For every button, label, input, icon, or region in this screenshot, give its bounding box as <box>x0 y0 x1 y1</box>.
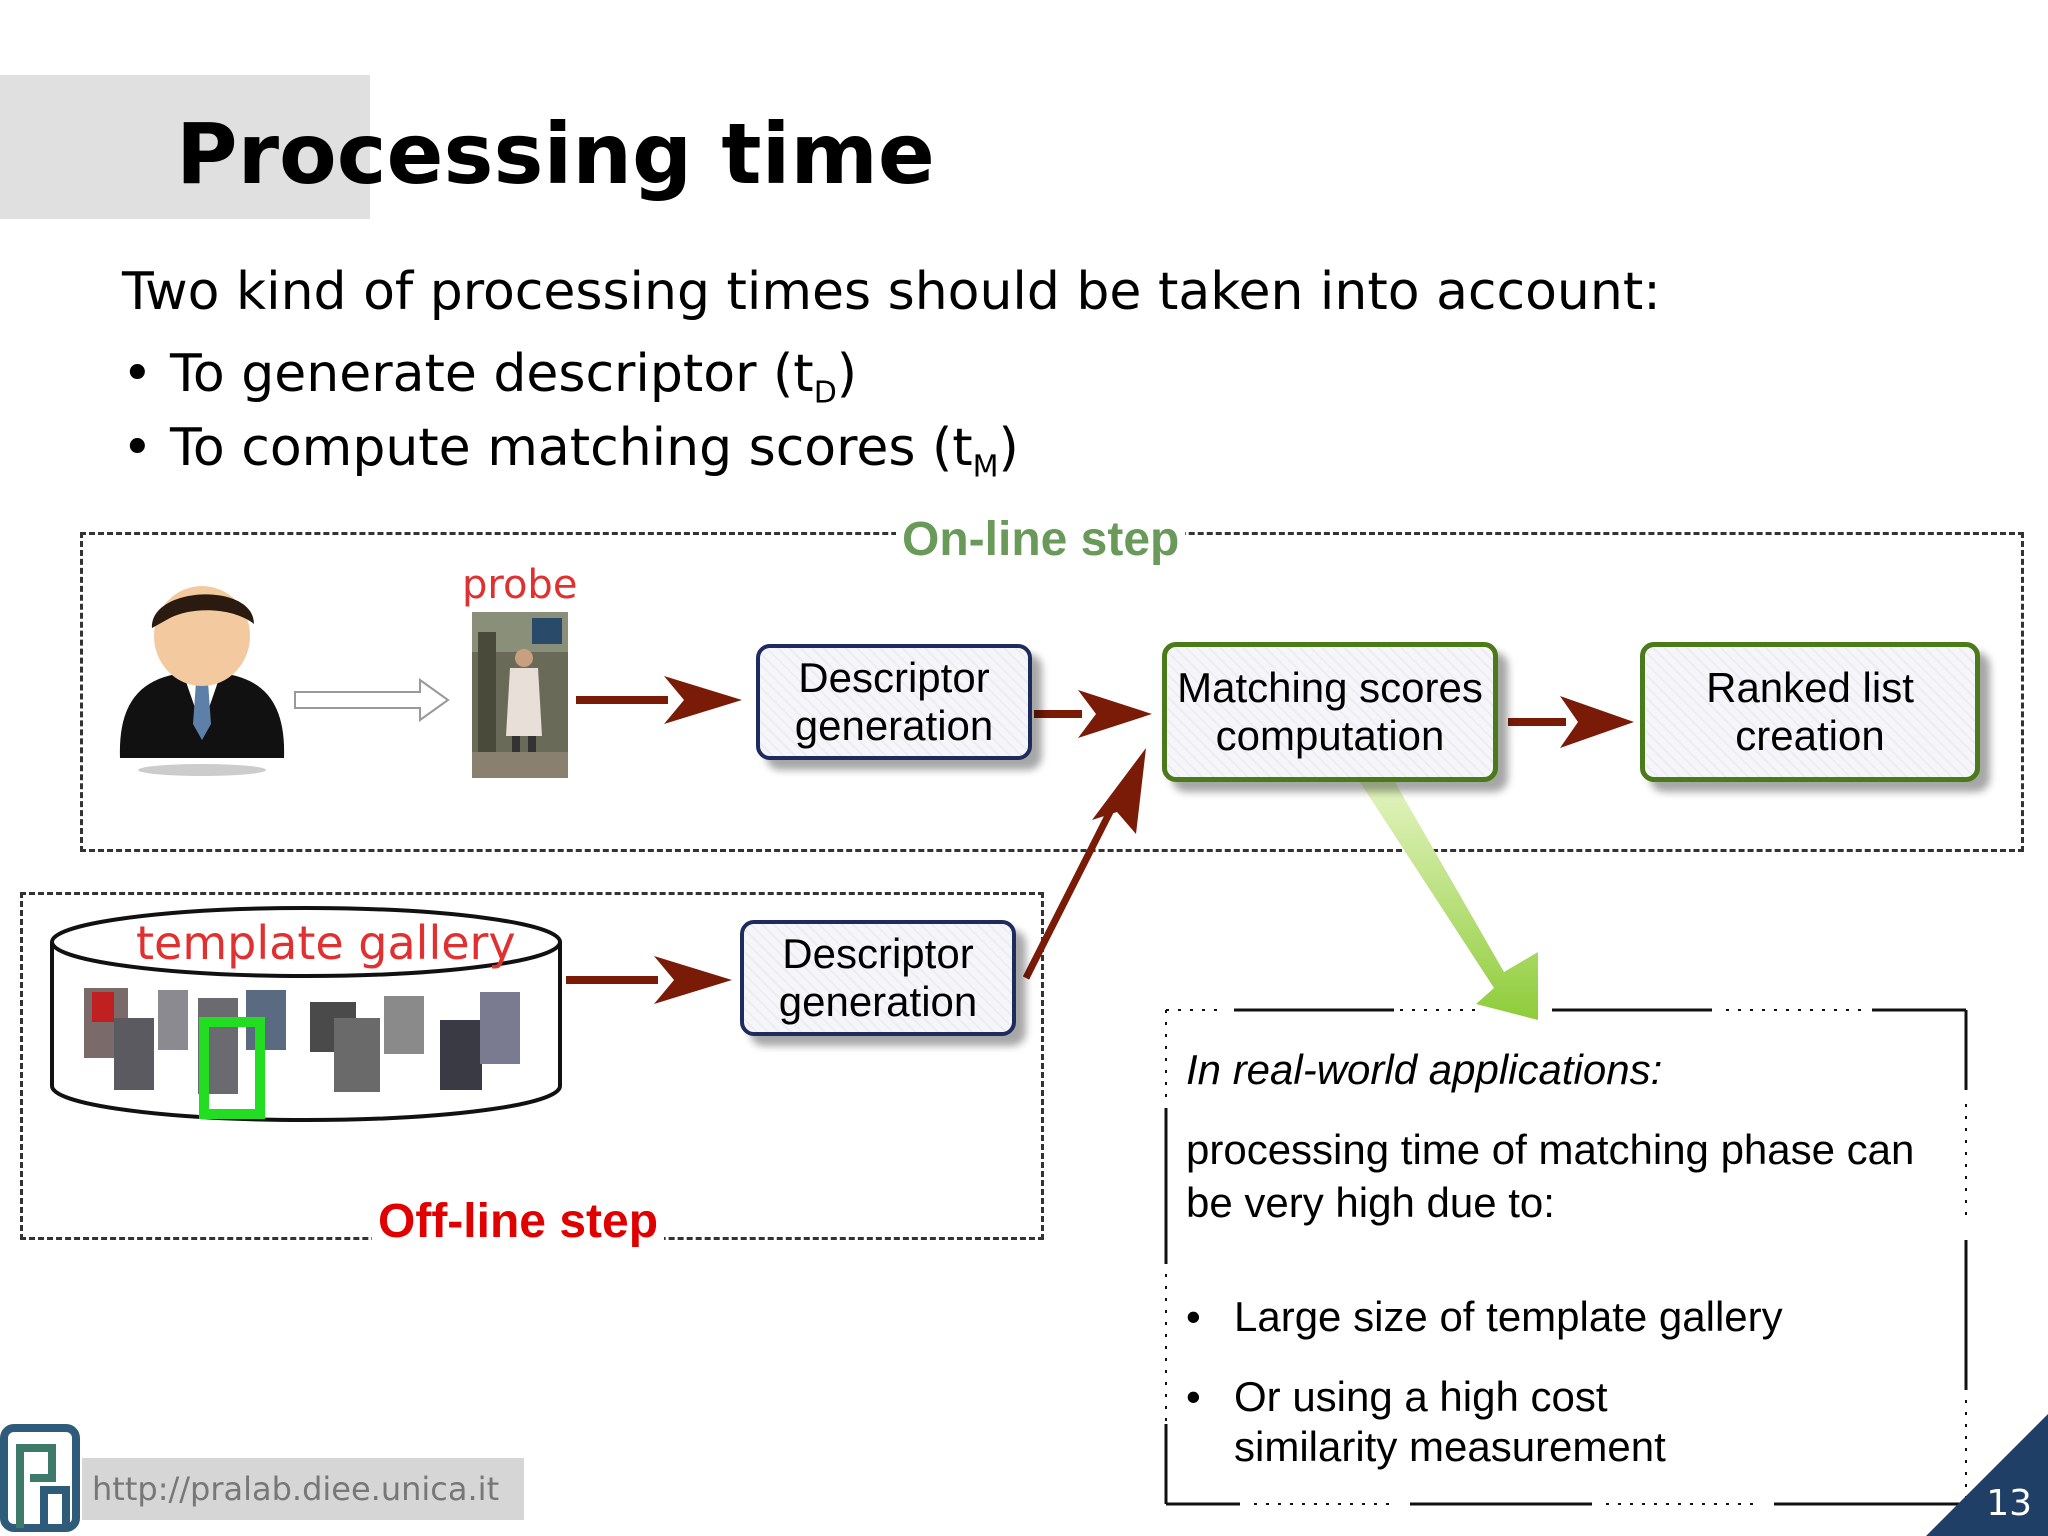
gallery-label: template gallery <box>136 916 516 970</box>
bullet-matching-time: •To compute matching scores (tM) <box>122 418 1019 485</box>
bullet-dot: • <box>122 344 153 404</box>
matching-scores-node: Matching scores computation <box>1162 642 1498 782</box>
ranked-list-node: Ranked list creation <box>1640 642 1980 782</box>
page-number: 13 <box>1986 1483 2032 1524</box>
bullet-descriptor-time: •To generate descriptor (tD) <box>122 344 858 411</box>
slide-title: Processing time <box>176 105 935 203</box>
probe-label: probe <box>462 562 578 608</box>
bullet-dot: • <box>1186 1373 1201 1420</box>
arrow-offline-to-matching <box>1022 748 1146 980</box>
template-gallery-cylinder <box>50 906 562 1122</box>
bullet-dot: • <box>122 418 153 478</box>
hollow-arrow-icon <box>294 678 450 722</box>
person-icon <box>119 586 285 776</box>
note-heading: In real-world applications: <box>1186 1046 1663 1093</box>
green-arrow-icon <box>1352 770 1538 1020</box>
online-step-label: On-line step <box>896 512 1186 567</box>
arrow-gallery-to-descriptor <box>566 956 732 1004</box>
footer-url: http://pralab.diee.unica.it <box>82 1458 524 1520</box>
note-body: processing time of matching phase can be… <box>1186 1126 1915 1226</box>
descriptor-generation-online-node: Descriptor generation <box>756 644 1032 760</box>
descriptor-generation-offline-node: Descriptor generation <box>740 920 1016 1036</box>
arrow-probe-to-descriptor <box>576 676 742 724</box>
offline-step-label: Off-line step <box>372 1194 665 1249</box>
page-corner-triangle <box>1926 1414 2048 1536</box>
note-frame <box>1164 1008 1968 1506</box>
arrow-matching-to-ranked <box>1508 696 1634 748</box>
note-item-similarity-cost: •Or using a high cost similarity measure… <box>1186 1372 1746 1473</box>
pralab-logo <box>0 1424 80 1532</box>
probe-image <box>472 612 568 778</box>
bullet-dot: • <box>1186 1293 1201 1340</box>
intro-text: Two kind of processing times should be t… <box>122 262 1661 322</box>
arrow-descriptor-to-matching <box>1034 690 1152 738</box>
title-band <box>0 75 370 219</box>
note-item-gallery-size: •Large size of template gallery <box>1186 1292 1946 1342</box>
